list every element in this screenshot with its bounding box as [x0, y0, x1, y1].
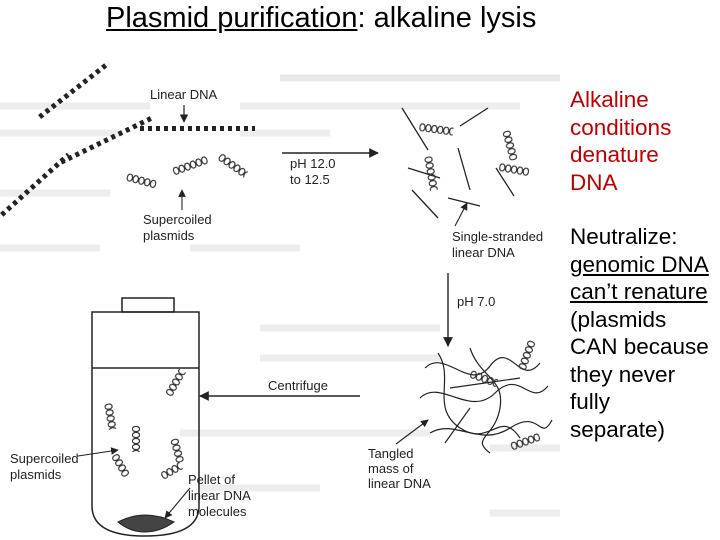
alkaline-lysis-figure: Linear DNA Supercoiled plasmids pH 12.0 …	[0, 60, 560, 537]
plasmids-after-neutralize	[469, 339, 541, 451]
tangled-pointer	[395, 419, 429, 445]
note-neutralize: Neutralize: genomic DNA can’t renature (…	[570, 223, 720, 443]
title-rest: : alkaline lysis	[357, 2, 537, 34]
label-ph-neutral: pH 7.0	[457, 294, 495, 309]
title-underlined: Plasmid purification	[106, 2, 358, 34]
single-stranded-pointer	[454, 202, 468, 227]
label-single-stranded: Single-stranded linear DNA	[452, 229, 547, 260]
pellet-pointer	[164, 487, 191, 519]
label-tangled: Tangled mass of linear DNA	[368, 446, 431, 491]
note-alkaline-line: denature	[570, 142, 659, 167]
note-alkaline-line: conditions	[570, 114, 672, 140]
plasmids-after-denature	[418, 123, 530, 191]
note-neutralize-underlined: genomic DNA	[570, 251, 709, 277]
label-ph-high: pH 12.0 to 12.5	[290, 156, 339, 187]
note-alkaline-conditions: Alkaline conditions denature DNA	[570, 86, 715, 196]
tube-plasmids	[104, 368, 186, 480]
note-neutralize-line: Neutralize:	[570, 224, 678, 249]
page-title: Plasmid purification: alkaline lysis	[106, 2, 536, 35]
label-supercoiled-top: Supercoiled plasmids	[143, 212, 215, 243]
note-alkaline-line: Alkaline	[570, 87, 649, 112]
label-linear-dna: Linear DNA	[150, 87, 218, 102]
note-alkaline-line: DNA	[570, 169, 618, 195]
label-supercoiled-bottom: Supercoiled plasmids	[10, 451, 82, 482]
label-pellet: Pellet of linear DNA molecules	[188, 472, 254, 519]
centrifuge-tube	[91, 297, 200, 537]
background-text	[0, 74, 560, 517]
note-neutralize-line: they never	[570, 361, 676, 387]
supercoiled-plasmids-top	[125, 153, 249, 189]
note-neutralize-line: fully	[570, 389, 611, 414]
linear-dna-strands	[0, 60, 255, 217]
single-stranded-dna	[401, 107, 515, 219]
note-neutralize-line: CAN because	[570, 334, 709, 359]
tube-pellet	[117, 514, 175, 533]
supercoiled-pointer-bottom	[77, 447, 119, 457]
note-neutralize-underlined: can’t renature	[570, 279, 708, 304]
note-neutralize-line: (plasmids	[570, 306, 667, 332]
label-centrifuge: Centrifuge	[268, 378, 328, 393]
note-neutralize-line: separate)	[570, 416, 666, 442]
